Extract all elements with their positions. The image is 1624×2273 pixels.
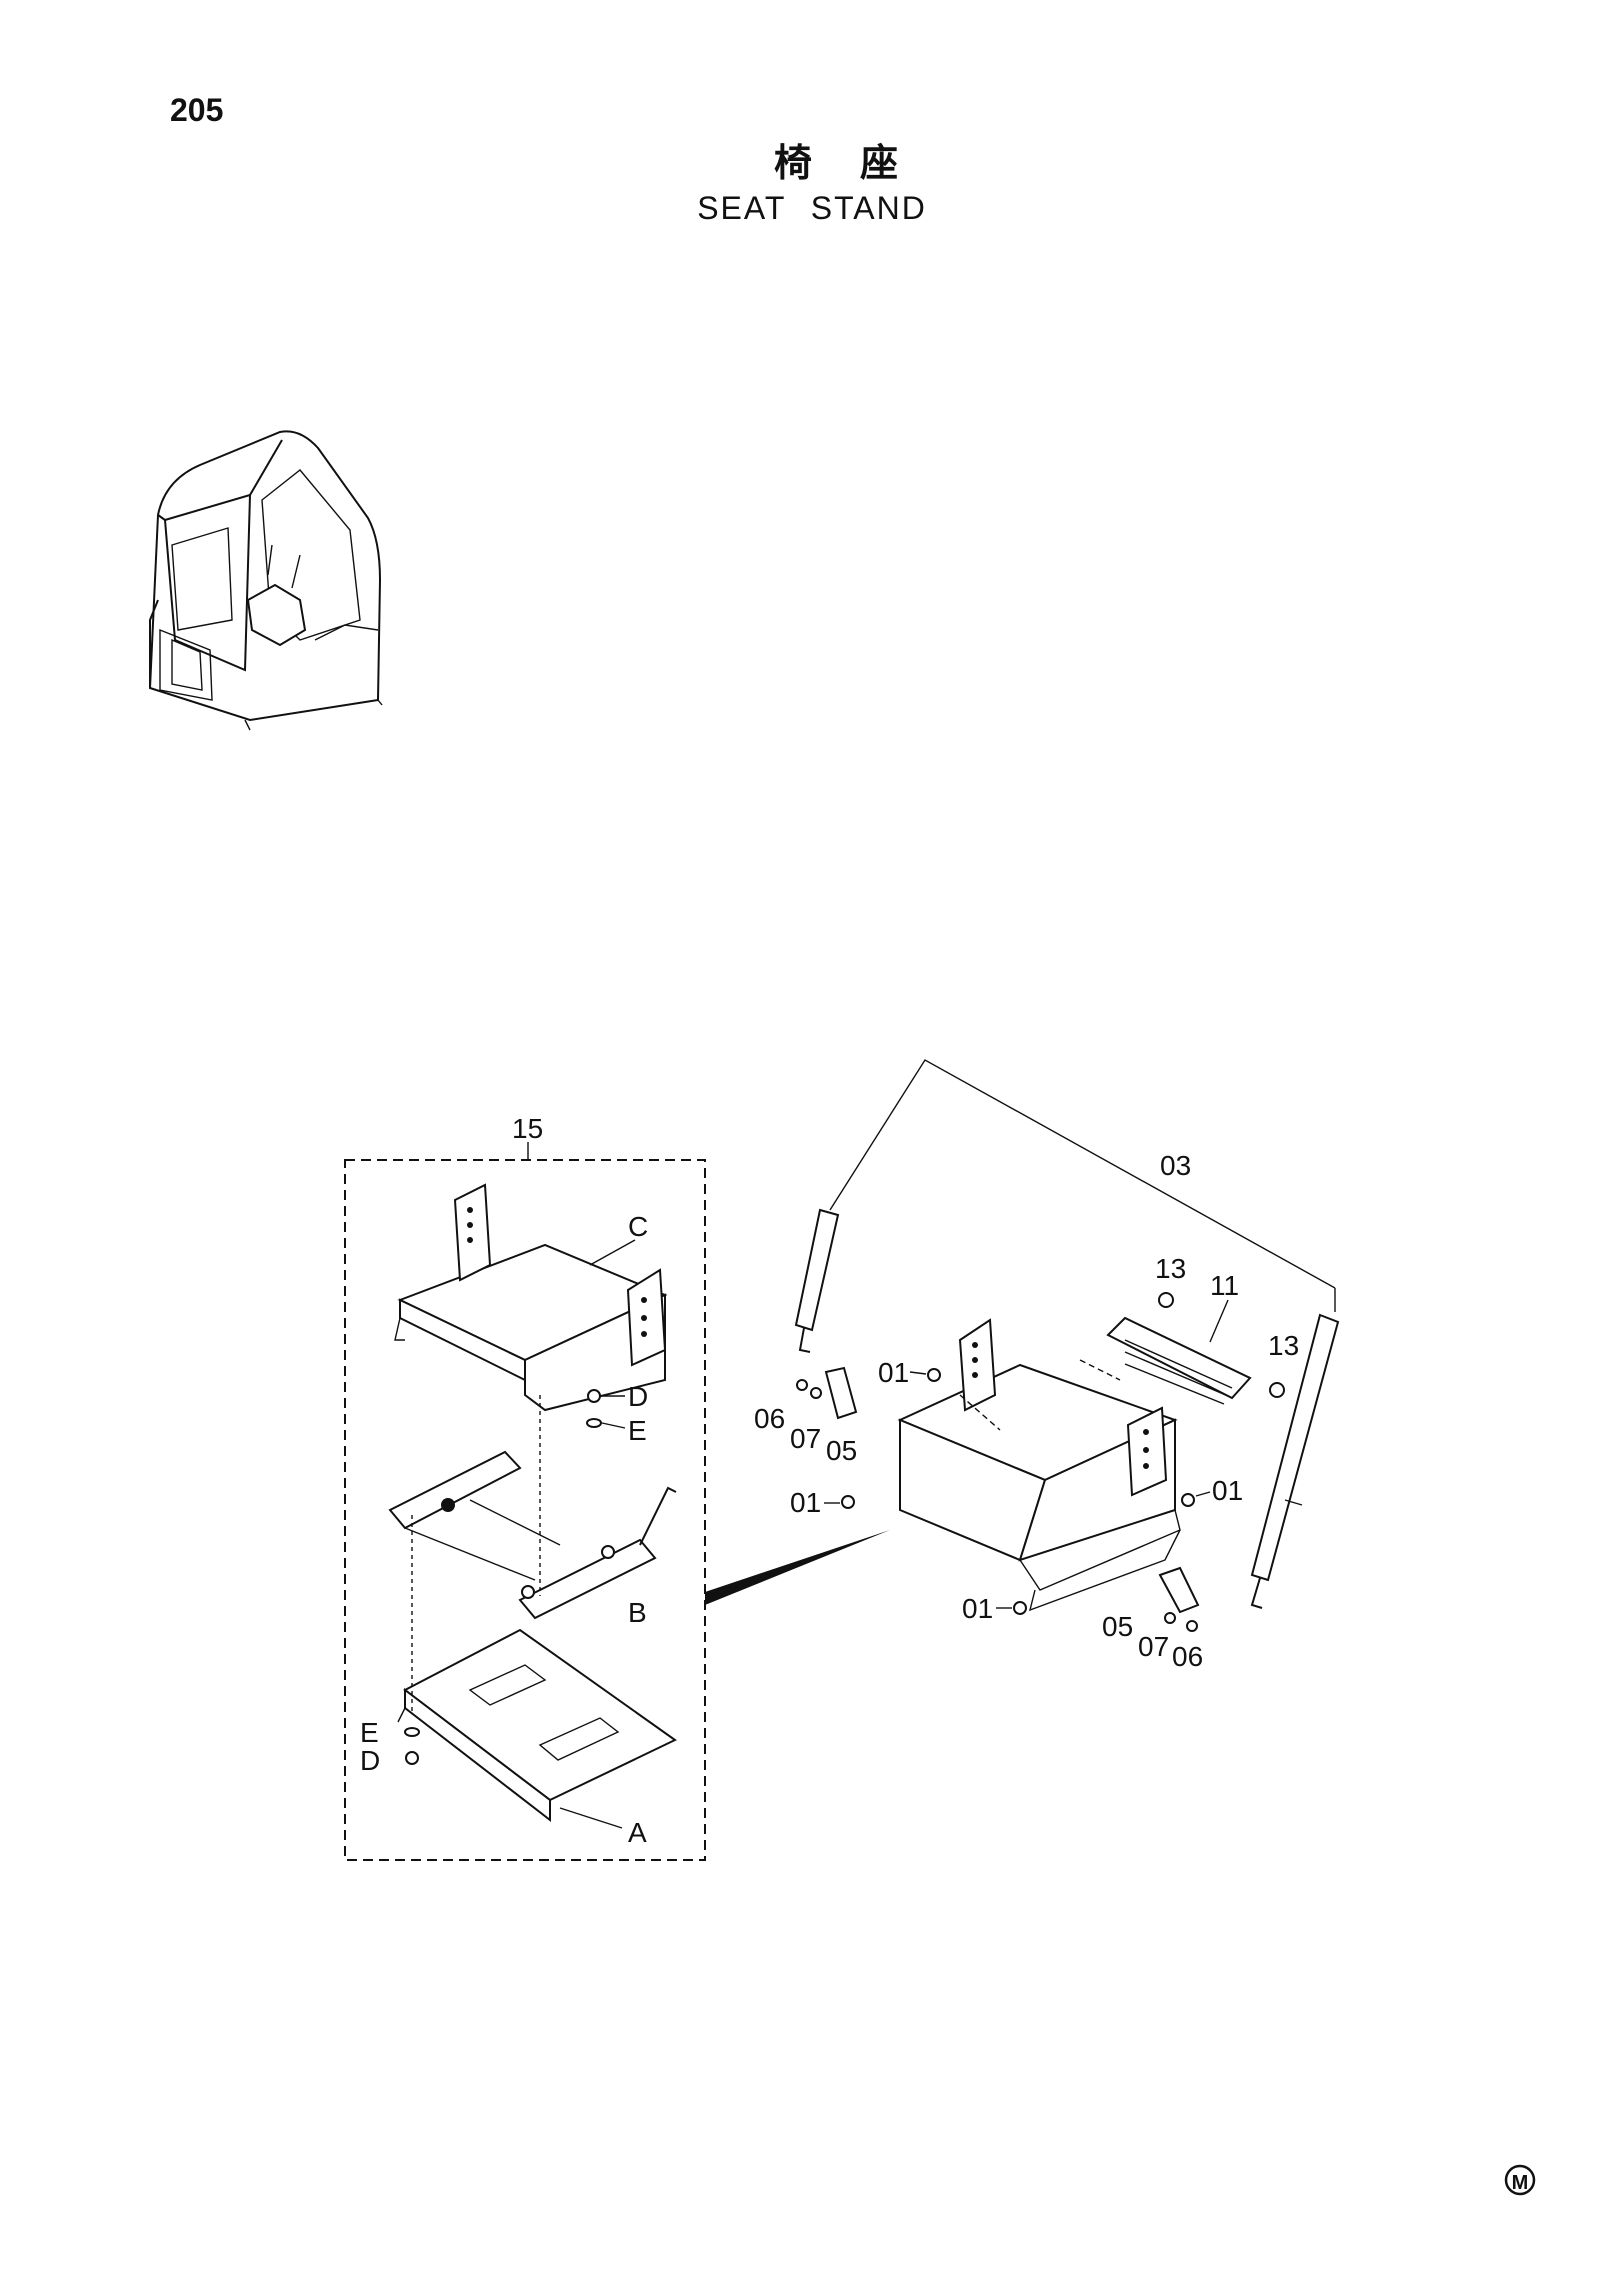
washer-e-lower (404, 1727, 420, 1737)
nut-d-upper (587, 1389, 601, 1403)
assembly-15-group: 15 C D E (344, 1113, 706, 1861)
title-japanese: 椅座 (773, 141, 946, 185)
callout-07-right: 07 (1138, 1631, 1169, 1662)
title-english: SEAT STAND (697, 190, 927, 226)
callout-07-left: 07 (790, 1423, 821, 1454)
callout-06-right: 06 (1172, 1641, 1203, 1672)
main-seat-stand: 03 11 13 13 0 (754, 1059, 1340, 1672)
bolt-13-top (1158, 1292, 1174, 1308)
bolt-06-left (796, 1379, 808, 1391)
callout-d-upper: D (628, 1381, 648, 1412)
bolt-01-left (841, 1495, 855, 1509)
callout-03: 03 (1160, 1150, 1191, 1181)
callout-05-right: 05 (1102, 1611, 1133, 1642)
pointer-arrow (705, 1530, 890, 1605)
bolt-01-bottom (1013, 1601, 1027, 1615)
bolt-01-top (927, 1368, 941, 1382)
cable-left (794, 1208, 840, 1332)
callout-11: 11 (1210, 1270, 1239, 1301)
cab-locator-illustration (148, 430, 383, 731)
callout-06-left: 06 (754, 1403, 785, 1434)
part-b-slide-rails (388, 1450, 677, 1620)
footer-mark: M (1504, 2164, 1536, 2196)
footer-mark-letter: M (1512, 2172, 1529, 2194)
bracket-05-right (1158, 1566, 1200, 1614)
washer-07-right (1164, 1612, 1176, 1624)
washer-e-upper (586, 1418, 602, 1428)
bolt-13-right (1269, 1382, 1285, 1398)
part-a-base-plate (397, 1628, 677, 1823)
nut-d-lower (405, 1751, 419, 1765)
page-number: 205 (170, 92, 224, 128)
callout-05-left: 05 (826, 1435, 857, 1466)
bracket-05-left (824, 1366, 858, 1420)
callout-e-upper: E (628, 1415, 647, 1446)
bolt-06-right (1186, 1620, 1198, 1632)
callout-01-left: 01 (790, 1487, 821, 1518)
callout-e-lower: E (360, 1717, 379, 1748)
washer-07-left (810, 1387, 822, 1399)
callout-d-lower: D (360, 1745, 380, 1776)
assembly-15-boundary (344, 1159, 706, 1861)
callout-01-bottom: 01 (962, 1593, 993, 1624)
callout-13-top: 13 (1155, 1253, 1186, 1284)
part-c-upper-bracket (394, 1183, 668, 1412)
cable-right (1250, 1313, 1340, 1582)
callout-a: A (628, 1817, 647, 1848)
callout-15: 15 (512, 1113, 543, 1144)
bolt-01-right (1181, 1493, 1195, 1507)
callout-c: C (628, 1211, 648, 1242)
callout-01-top: 01 (878, 1357, 909, 1388)
callout-13-right: 13 (1268, 1330, 1299, 1361)
callout-01-right: 01 (1212, 1475, 1243, 1506)
callout-b: B (628, 1597, 647, 1628)
